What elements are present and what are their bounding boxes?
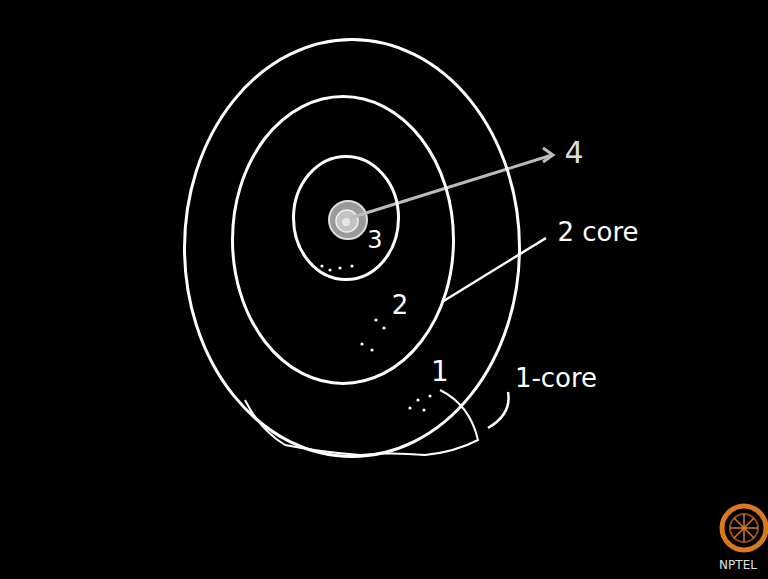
core-ring: 23 xyxy=(231,95,455,385)
ring-outline xyxy=(292,155,400,281)
callout-number: 4 xyxy=(564,136,583,169)
leader-line xyxy=(442,238,546,302)
ring-number: 2 xyxy=(392,291,409,320)
watermark: NPTEL xyxy=(719,559,757,572)
logo xyxy=(722,506,766,550)
core-ring: 123 xyxy=(183,38,521,458)
core-blob xyxy=(342,218,350,226)
core-label: 1-core xyxy=(515,364,597,393)
ring-outline xyxy=(233,97,454,384)
core-blob xyxy=(336,210,358,232)
ring-outline xyxy=(185,40,520,457)
core-label: 2 core xyxy=(557,218,638,247)
leader-line xyxy=(488,392,509,428)
ring-number: 1 xyxy=(431,357,449,388)
scribble-dots xyxy=(320,264,431,411)
core-ring: 3 xyxy=(292,155,400,281)
ring-number: 3 xyxy=(367,227,382,253)
ring-outline xyxy=(294,157,399,280)
ring-outline xyxy=(231,95,455,385)
core-blob xyxy=(329,201,367,239)
leader-arrow xyxy=(543,148,553,162)
